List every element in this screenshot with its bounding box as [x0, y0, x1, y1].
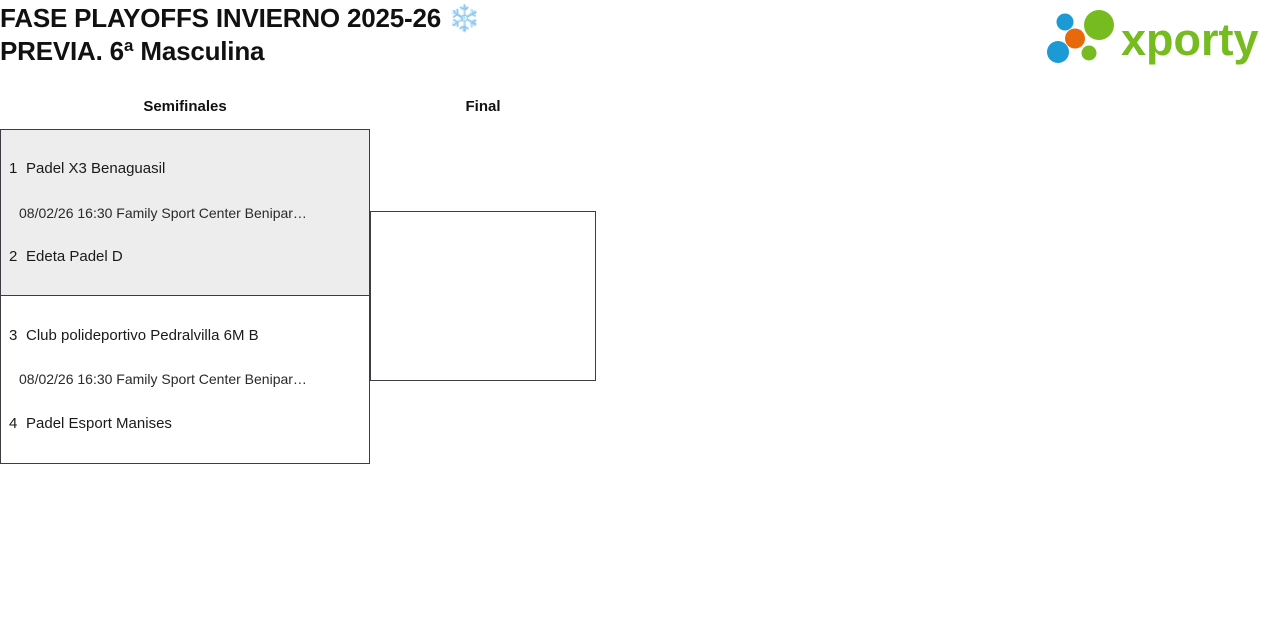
page-title: FASE PLAYOFFS INVIERNO 2025-26 ❄️ PREVIA… [0, 3, 481, 66]
page-header: FASE PLAYOFFS INVIERNO 2025-26 ❄️ PREVIA… [0, 0, 1280, 92]
svg-text:xporty: xporty [1121, 14, 1259, 65]
tournament-bracket: 1 Padel X3 Benaguasil 08/02/26 16:30 Fam… [0, 129, 596, 464]
round-header-semifinales: Semifinales [143, 98, 227, 115]
match-card[interactable] [371, 212, 595, 380]
team-name: Padel X3 Benaguasil [26, 160, 166, 177]
match-info: 08/02/26 16:30 Family Sport Center Benip… [19, 204, 307, 221]
match-info: 08/02/26 16:30 Family Sport Center Benip… [19, 371, 307, 387]
round-headers: Semifinales Final [0, 96, 1280, 120]
team-row[interactable]: 1 Padel X3 Benaguasil [1, 147, 369, 191]
team-seed: 2 [9, 248, 18, 265]
round-semifinales: 1 Padel X3 Benaguasil 08/02/26 16:30 Fam… [0, 129, 370, 464]
team-name: Edeta Padel D [26, 248, 123, 265]
team-seed: 3 [9, 326, 18, 344]
team-row[interactable] [371, 252, 595, 296]
team-seed: 1 [9, 160, 18, 177]
round-final [370, 211, 596, 381]
team-row[interactable]: 3 Club polideportivo Pedralvilla 6M B [1, 313, 369, 357]
team-row[interactable]: 4 Padel Esport Manises [1, 401, 369, 445]
round-header-final: Final [465, 98, 501, 115]
match-card[interactable]: 1 Padel X3 Benaguasil 08/02/26 16:30 Fam… [1, 130, 369, 296]
team-name: Padel Esport Manises [26, 414, 172, 432]
team-seed: 4 [9, 414, 18, 432]
team-row[interactable] [371, 296, 595, 340]
xporty-logo[interactable]: xporty [1043, 8, 1273, 68]
team-name: Club polideportivo Pedralvilla 6M B [26, 326, 259, 344]
team-row[interactable]: 2 Edeta Padel D [1, 235, 369, 279]
match-card[interactable]: 3 Club polideportivo Pedralvilla 6M B 08… [1, 296, 369, 462]
